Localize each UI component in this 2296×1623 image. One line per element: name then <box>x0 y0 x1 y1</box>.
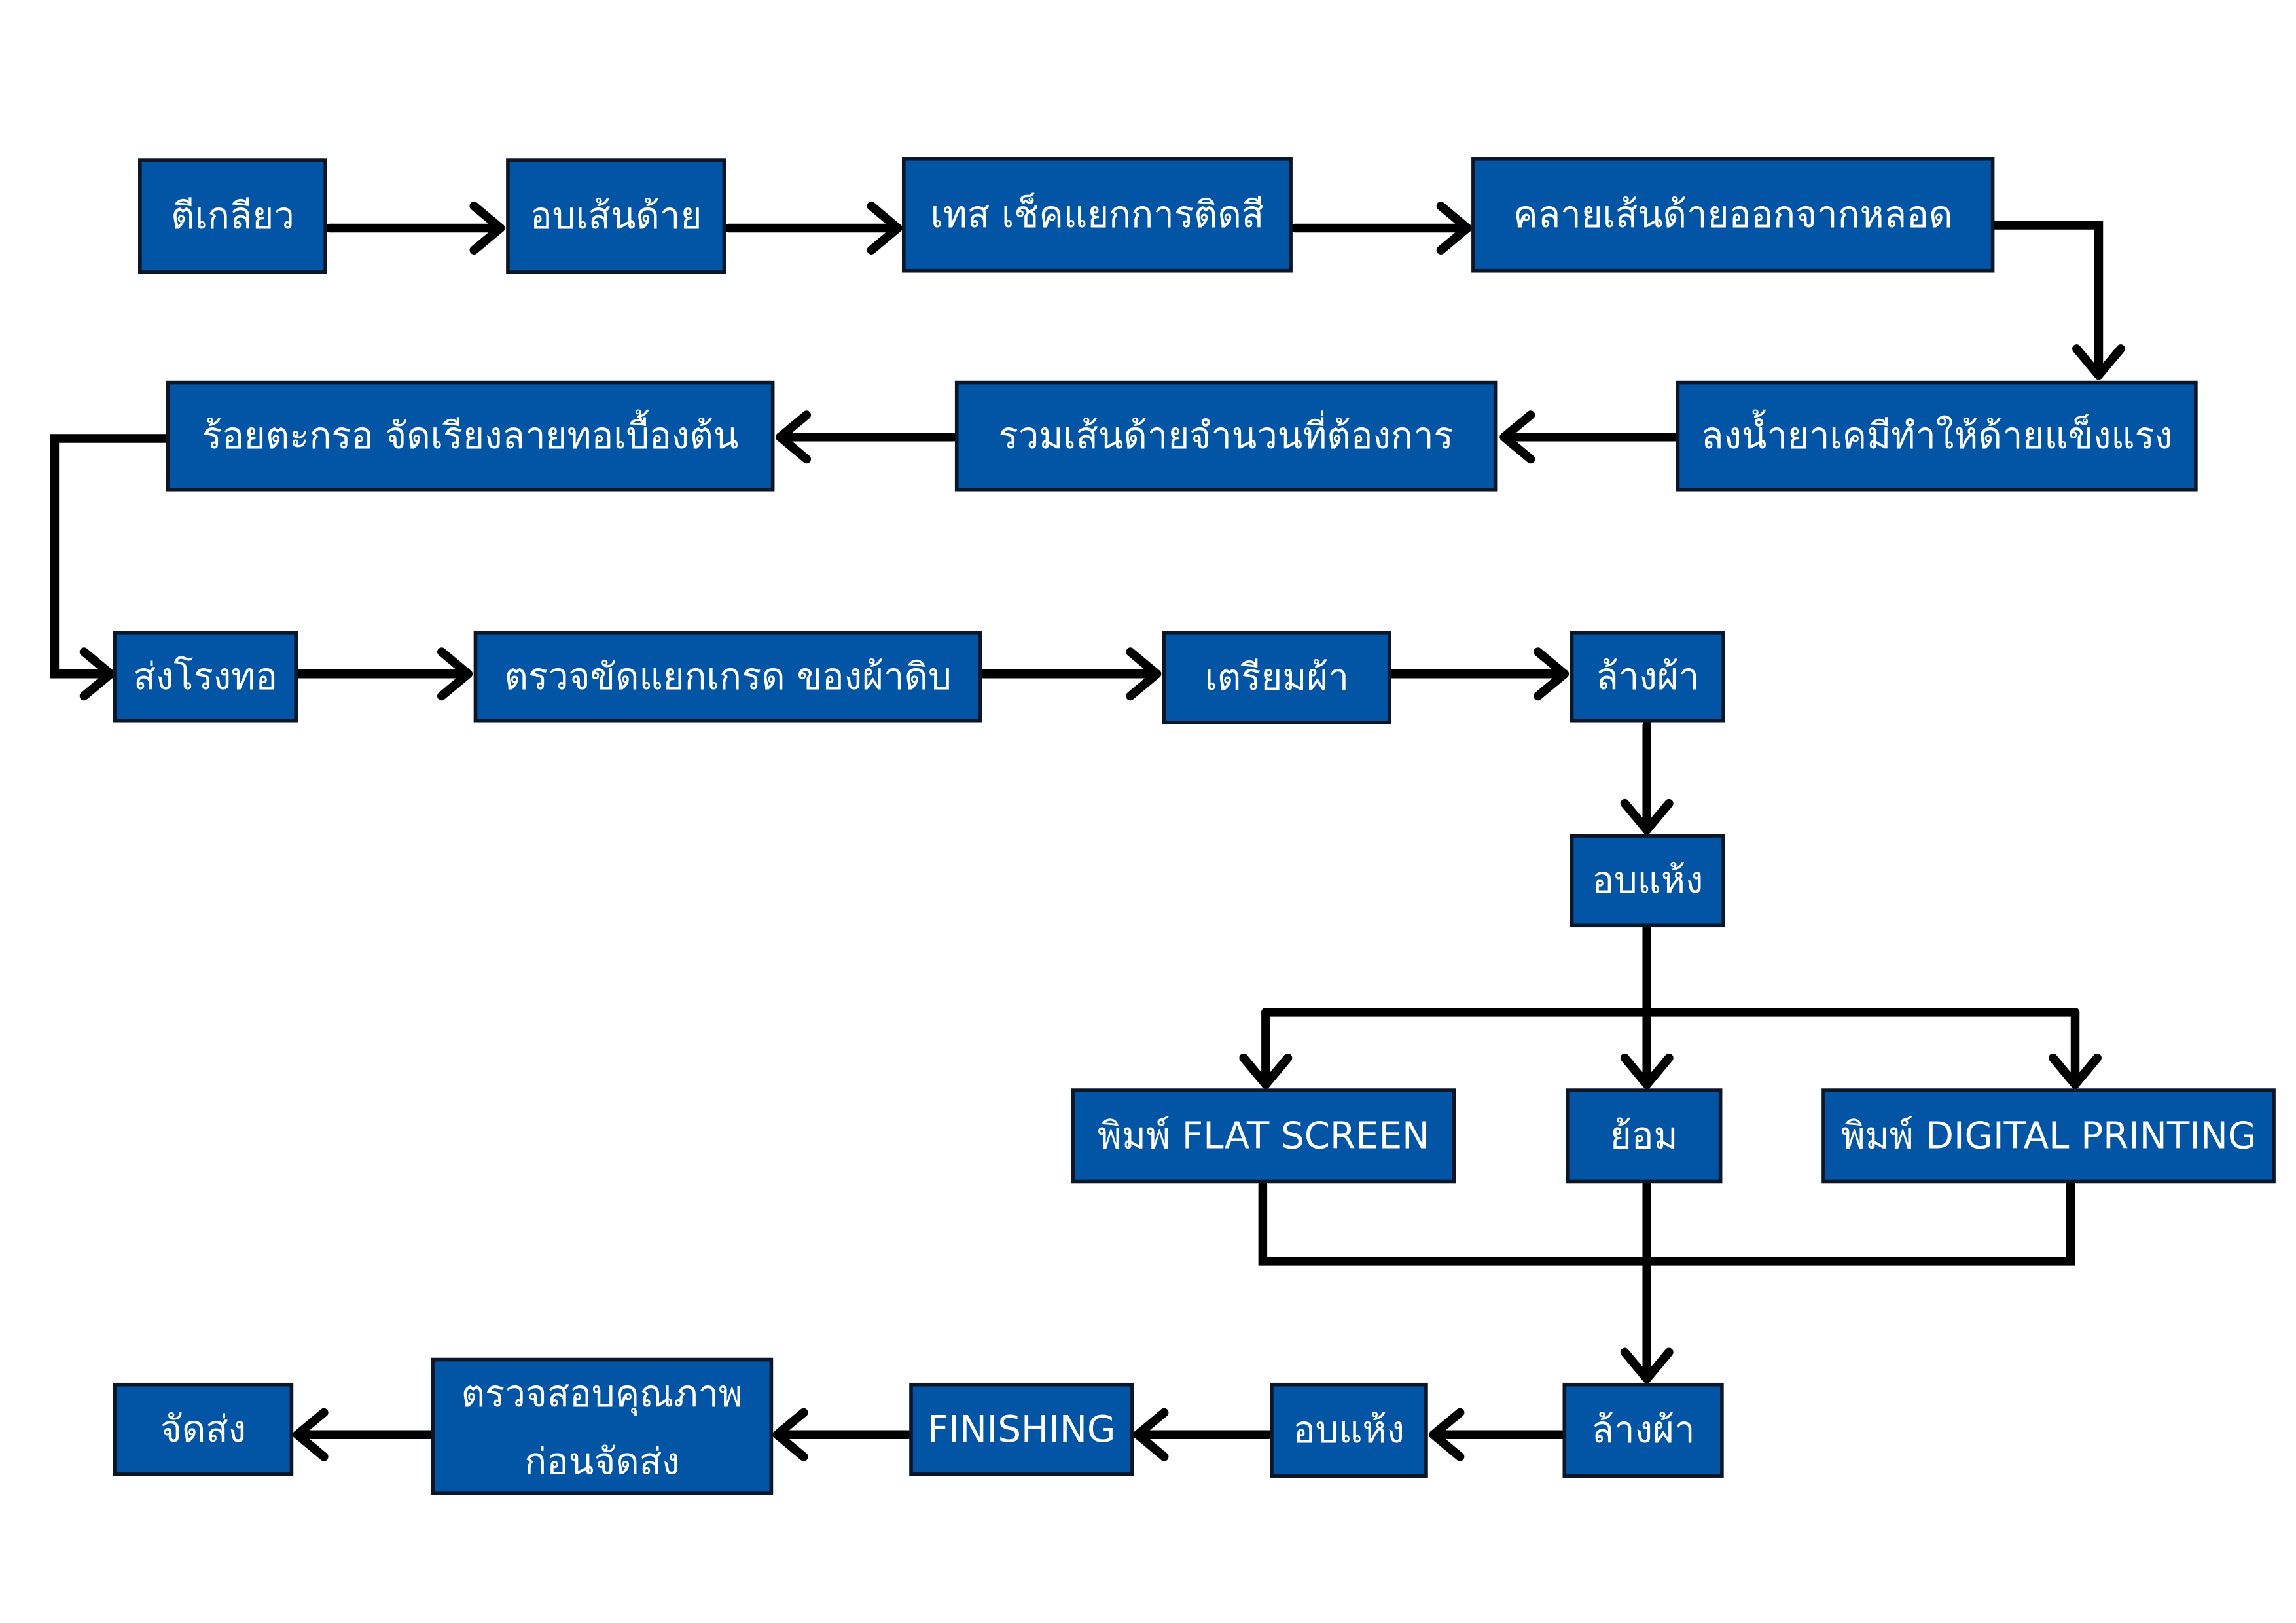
step-box <box>909 1382 1134 1476</box>
process-step-18: FINISHING <box>909 1382 1134 1476</box>
step-box <box>1071 1088 1456 1184</box>
process-step-5: ลงน้ำยาเคมีทำให้ด้ายแข็งแรง <box>1676 380 2198 492</box>
step-label-line2: ก่อนจัดส่ง <box>524 1440 679 1483</box>
step-box <box>1821 1088 2276 1184</box>
process-step-12: อบแห้ง <box>1570 834 1725 928</box>
step-box <box>113 631 298 723</box>
step-label: ตีเกลียว <box>171 195 295 238</box>
step-box <box>1162 631 1391 724</box>
process-step-14: ย้อม <box>1565 1088 1723 1184</box>
step-label: เตรียมผ้า <box>1205 656 1349 699</box>
step-label: ย้อม <box>1610 1115 1678 1157</box>
step-label: ส่งโรงทอ <box>134 656 278 698</box>
process-step-6: รวมเส้นด้ายจำนวนที่ต้องการ <box>954 380 1498 492</box>
step-label: อบเส้นด้าย <box>530 195 702 238</box>
process-step-13: พิมพ์ FLAT SCREEN <box>1071 1088 1456 1184</box>
process-step-15: พิมพ์ DIGITAL PRINTING <box>1821 1088 2276 1184</box>
arrowhead-icon <box>867 202 903 255</box>
process-step-11: ล้างผ้า <box>1570 631 1725 723</box>
step-box <box>1570 834 1725 928</box>
process-step-10: เตรียมผ้า <box>1162 631 1391 724</box>
arrowhead-icon <box>469 202 505 255</box>
process-step-17: อบแห้ง <box>1270 1382 1428 1478</box>
arrowhead-icon <box>1126 647 1162 701</box>
connector-line <box>50 434 170 679</box>
step-box <box>113 1382 294 1476</box>
arrowhead-icon <box>1620 1053 1674 1089</box>
arrowhead-icon <box>1534 647 1570 701</box>
step-box <box>431 1357 774 1495</box>
step-box <box>506 158 726 274</box>
step-box <box>1676 380 2198 492</box>
step-box <box>954 380 1498 492</box>
step-box <box>1471 157 1995 273</box>
step-box <box>901 157 1293 273</box>
step-label: จัดส่ง <box>160 1408 246 1451</box>
arrowhead-icon <box>1133 1408 1169 1461</box>
arrowhead-icon <box>437 647 473 701</box>
step-box <box>1562 1382 1724 1478</box>
arrowhead-icon <box>772 1408 808 1461</box>
step-box <box>473 631 982 723</box>
arrowhead-icon <box>1620 1347 1674 1383</box>
process-step-2: อบเส้นด้าย <box>506 158 726 274</box>
arrowhead-icon <box>2049 1053 2102 1089</box>
process-step-9: ตรวจขัดแยกเกรด ของผ้าดิบ <box>473 631 982 723</box>
step-label: ลงน้ำยาเคมีทำให้ด้ายแข็งแรง <box>1701 409 2172 457</box>
step-label: ตรวจขัดแยกเกรด ของผ้าดิบ <box>504 656 951 698</box>
process-steps: ตีเกลียว อบเส้นด้าย เทส เช็คแยกการติดสี คลา… <box>113 157 2276 1495</box>
step-label: อบแห้ง <box>1293 1409 1405 1452</box>
step-label: เทส เช็คแยกการติดสี <box>931 192 1265 236</box>
step-box <box>138 158 327 274</box>
step-label: พิมพ์ DIGITAL PRINTING <box>1841 1115 2257 1157</box>
arrowhead-icon <box>2072 344 2125 380</box>
arrowhead-icon <box>1239 1053 1293 1089</box>
process-step-3: เทส เช็คแยกการติดสี <box>901 157 1293 273</box>
step-label: อบแห้ง <box>1592 859 1703 902</box>
arrowhead-icon <box>293 1408 329 1461</box>
step-box <box>1270 1382 1428 1478</box>
step-label: ล้างผ้า <box>1592 1409 1695 1452</box>
arrowhead-icon <box>1436 202 1472 255</box>
arrowhead-icon <box>776 410 812 464</box>
step-label: ตรวจสอบคุณภาพ <box>461 1373 743 1416</box>
process-step-8: ส่งโรงทอ <box>113 631 298 723</box>
connector-line <box>1258 1180 2075 1266</box>
step-box <box>1565 1088 1723 1184</box>
step-label: ร้อยตะกรอ จัดเรียงลายทอเบื้องต้น <box>202 409 738 457</box>
arrowhead-icon <box>79 647 115 701</box>
process-step-4: คลายเส้นด้ายออกจากหลอด <box>1471 157 1995 273</box>
arrowhead-icon <box>1620 798 1674 834</box>
step-label: คลายเส้นด้ายออกจากหลอด <box>1513 194 1952 236</box>
step-box <box>166 380 775 492</box>
process-step-16: ล้างผ้า <box>1562 1382 1724 1478</box>
process-step-20: จัดส่ง <box>113 1382 294 1476</box>
process-step-7: ร้อยตะกรอ จัดเรียงลายทอเบื้องต้น <box>166 380 775 492</box>
connector-line <box>1988 221 2104 380</box>
step-label: ล้างผ้า <box>1596 656 1699 698</box>
step-label: รวมเส้นด้ายจำนวนที่ต้องการ <box>999 410 1454 457</box>
arrowhead-icon <box>1429 1408 1465 1461</box>
step-label: FINISHING <box>927 1408 1116 1451</box>
process-step-1: ตีเกลียว <box>138 158 327 274</box>
connectors <box>50 202 2125 1461</box>
arrowhead-icon <box>1499 410 1535 464</box>
step-box <box>1570 631 1725 723</box>
step-label: พิมพ์ FLAT SCREEN <box>1098 1115 1429 1157</box>
